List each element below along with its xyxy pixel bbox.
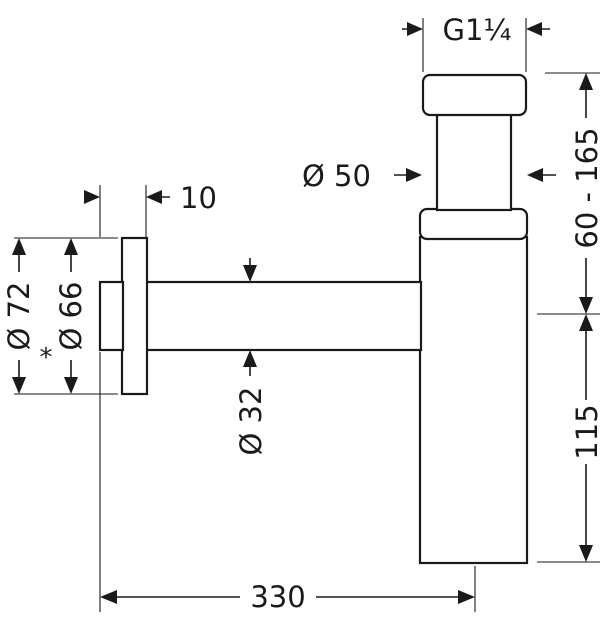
rosette-thickness-label: 10 <box>180 181 217 215</box>
wall-connection <box>98 236 423 396</box>
dimension-lines <box>12 22 593 604</box>
alt-marker: * <box>40 343 53 373</box>
dimension-labels: G1¼ 60 - 165 Ø 50 10 Ø 72 Ø 66 * Ø 32 11… <box>2 12 604 614</box>
pipe-outer-diameter-label: Ø 50 <box>302 159 371 193</box>
horizontal-wall-pipe <box>144 280 423 352</box>
thread-label: G1¼ <box>442 13 511 47</box>
height-range-label: 60 - 165 <box>570 127 604 248</box>
top-nut <box>421 73 528 117</box>
pipe-diameter-alt-label: Ø 66 <box>54 282 88 351</box>
rosette-diameter-label: Ø 72 <box>2 282 36 351</box>
wall-rosette <box>120 236 149 396</box>
siphon-body <box>418 73 529 565</box>
siphon-cup <box>418 235 529 565</box>
lower-height-label: 115 <box>570 404 604 459</box>
wall-pipe-diameter-label: Ø 32 <box>234 387 268 456</box>
wall-pipe-stub <box>98 280 125 352</box>
extension-lines <box>14 18 600 612</box>
vertical-tail-pipe <box>435 110 513 212</box>
total-length-label: 330 <box>250 580 305 614</box>
cup-cap-ring <box>418 207 529 241</box>
